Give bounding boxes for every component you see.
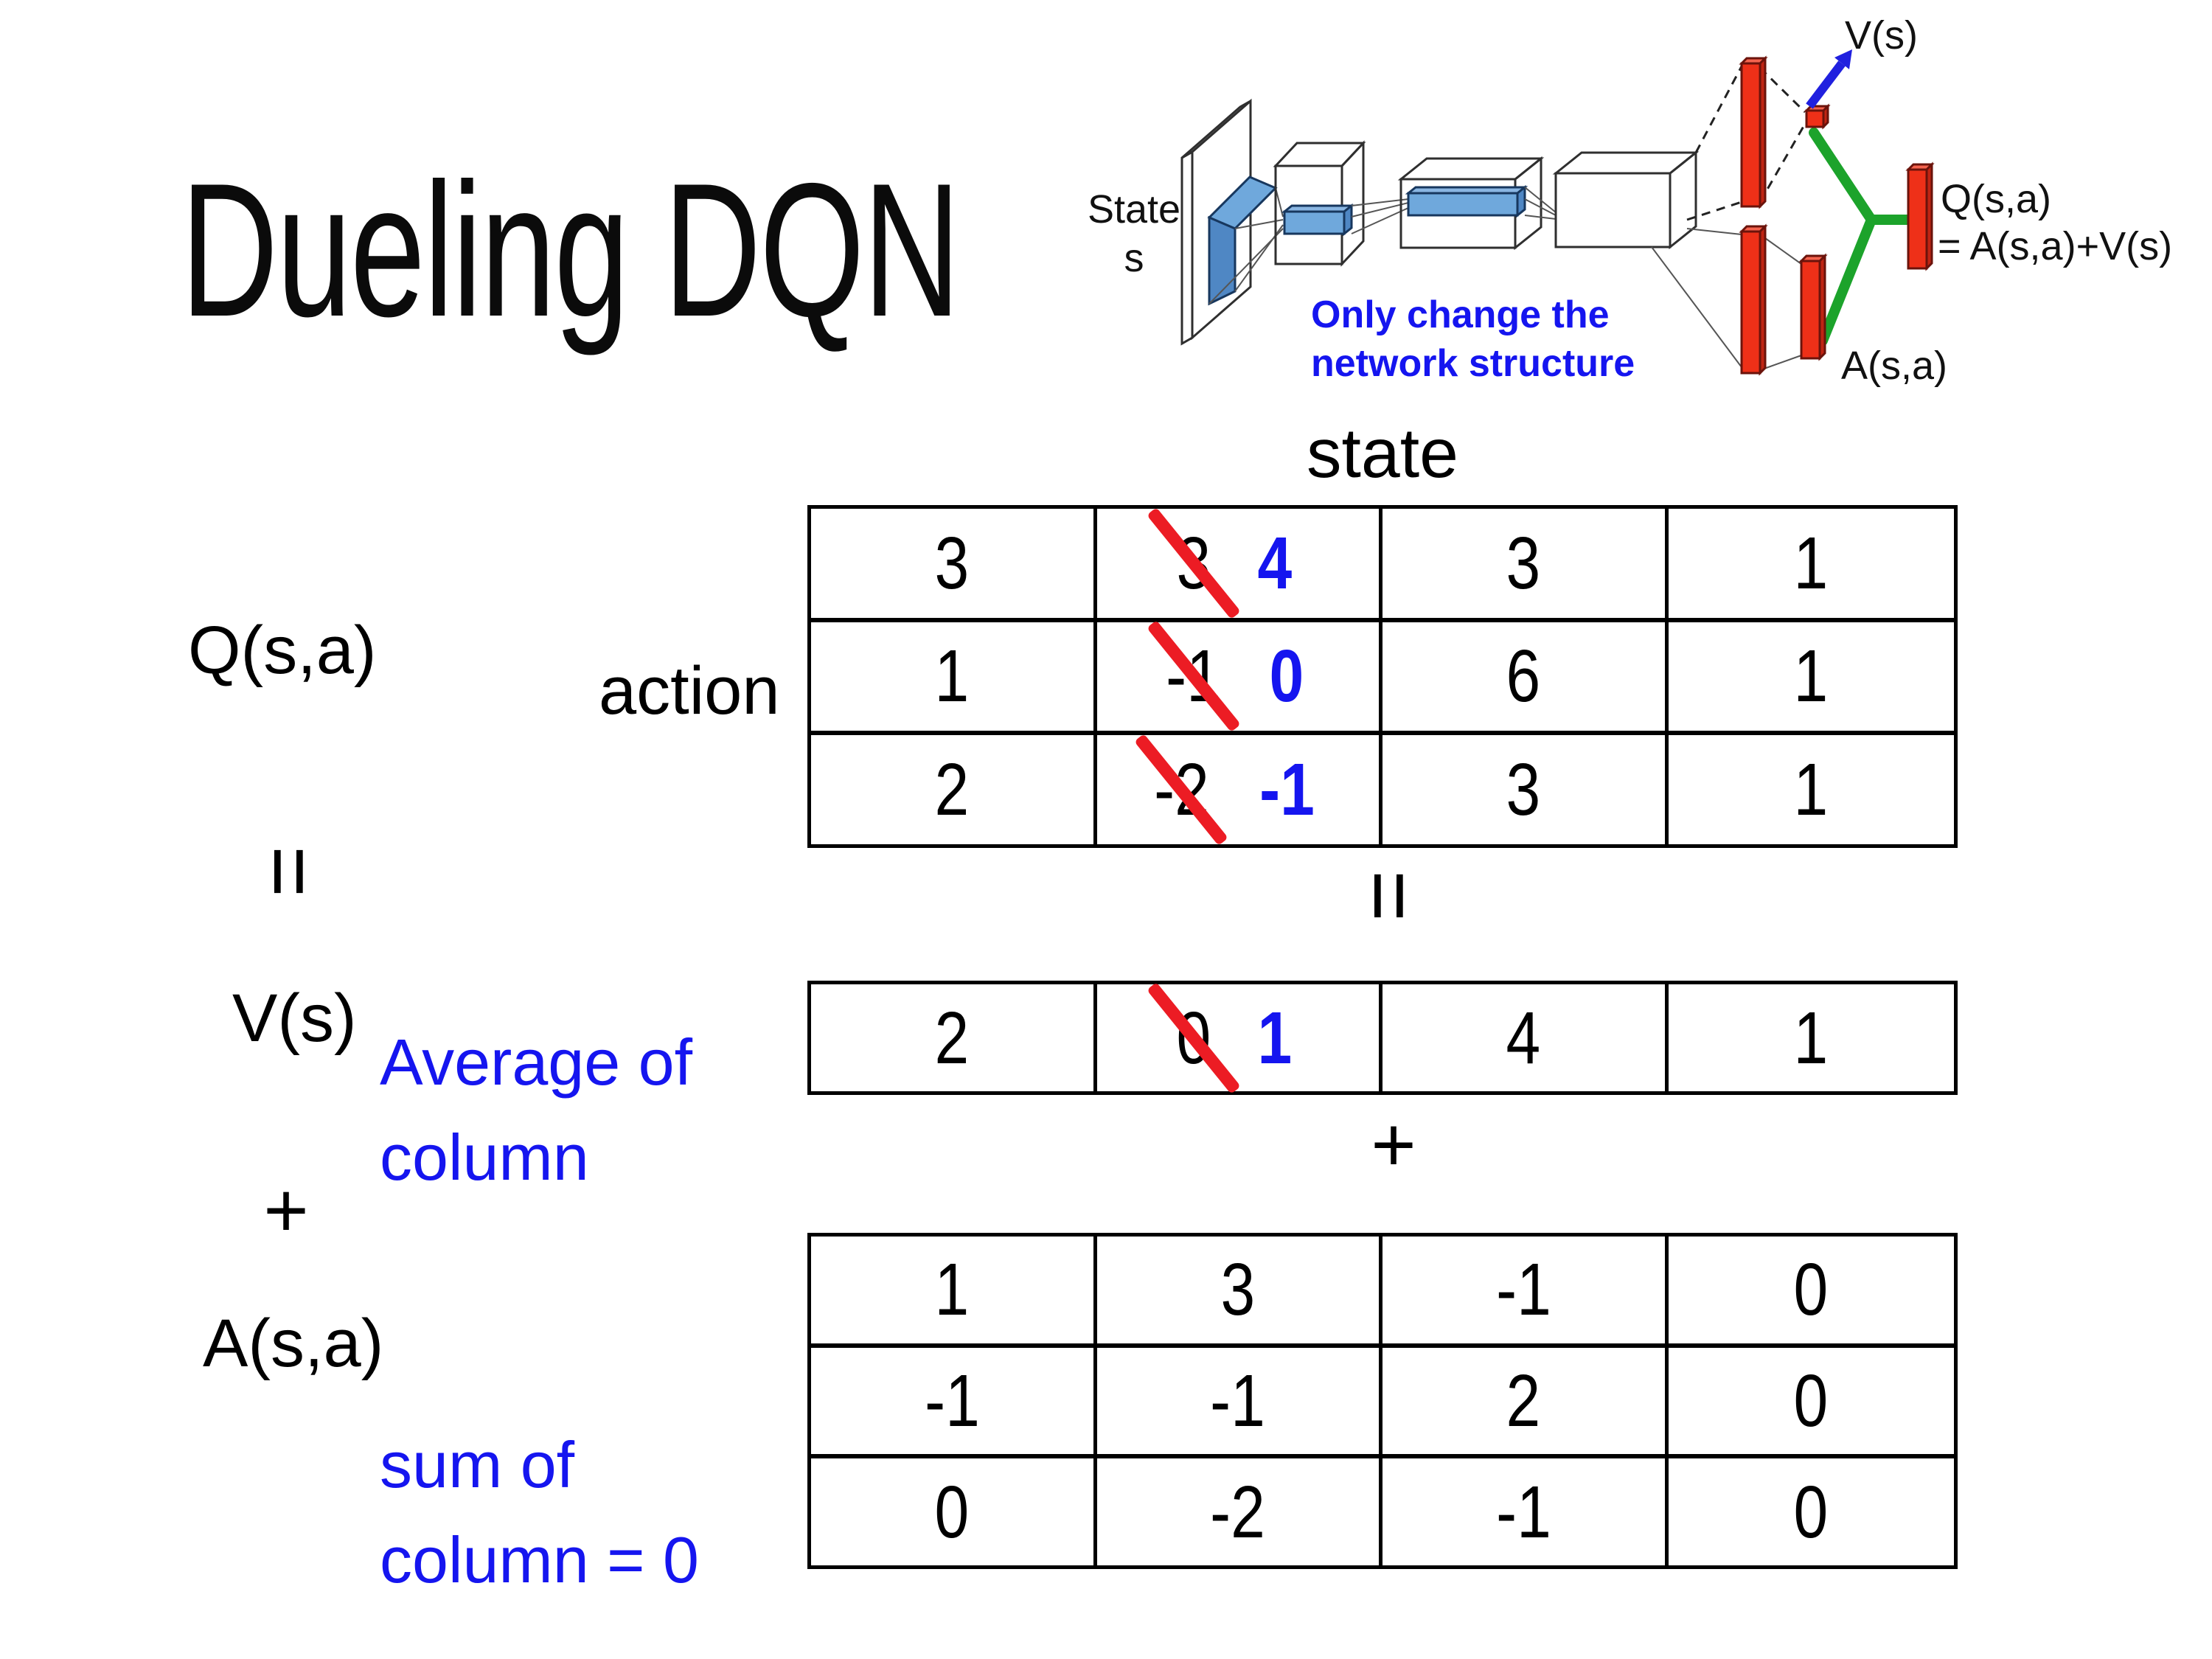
conv-cube-1 <box>1273 140 1366 267</box>
network-diagram: State s <box>1088 13 2172 388</box>
q-cell-r0c0: 3 <box>811 509 1097 622</box>
a-table: 1 3 -1 0 -1 -1 2 0 0 -2 -1 0 <box>807 1233 1958 1569</box>
plus-sign-left: + <box>263 1166 309 1253</box>
state-header: state <box>1307 414 1458 493</box>
dashed-projection-lines <box>1686 66 1806 221</box>
v-cell-c3: 1 <box>1793 996 1829 1079</box>
q-cell-r2c2: 3 <box>1382 735 1669 844</box>
projection-lines-3 <box>1524 187 1557 220</box>
q-cell-r1c3: 1 <box>1668 622 1954 736</box>
a-cell-r2c2: -1 <box>1382 1458 1669 1565</box>
advantage-bar <box>1798 253 1828 361</box>
diagram-note-line1: Only change the <box>1311 293 1610 336</box>
a-cell-r0c2: -1 <box>1382 1237 1669 1348</box>
a-cell-r2c3: 0 <box>1793 1470 1829 1554</box>
fc-bar-top <box>1739 55 1768 209</box>
q-cell-r2c3: 1 <box>1793 748 1829 832</box>
a-cell-r0c3: 0 <box>1668 1237 1954 1348</box>
action-label: action <box>599 653 780 728</box>
conv-bar-2 <box>1405 184 1528 218</box>
q-cell-r1c1: -1 0 <box>1096 620 1382 736</box>
v-cell-c0: 2 <box>811 984 1097 1091</box>
v-label: V(s) <box>232 981 357 1056</box>
sum-note: sum of column = 0 <box>380 1417 699 1608</box>
plus-sign-center: + <box>1371 1101 1416 1188</box>
v-scalar-node <box>1804 103 1831 130</box>
conv-filter <box>1207 175 1278 306</box>
diagram-state-label-s: s <box>1124 236 1144 280</box>
q-cell-r0c2: 3 <box>1382 509 1669 622</box>
a-cell-r2c1: -2 <box>1097 1458 1382 1565</box>
q-cell-r0c3: 1 <box>1668 509 1954 622</box>
q-cell-r1c2: 6 <box>1382 622 1669 736</box>
conv-bar-1 <box>1281 203 1355 237</box>
solid-projection-lines <box>1651 228 1802 371</box>
q-cell-r1c0: 1 <box>811 622 1097 736</box>
diagram-state-label: State <box>1088 187 1180 232</box>
green-combiner <box>1809 128 1913 346</box>
a-label: A(s,a) <box>203 1306 384 1381</box>
a-cell-r0c0: 1 <box>811 1237 1097 1348</box>
q-cell-r2c1: -2 -1 <box>1097 734 1382 846</box>
q-cell-r0c1: 3 4 <box>1096 507 1382 622</box>
equals-sign-left: = <box>240 845 339 898</box>
q-label: Q(s,a) <box>188 613 377 688</box>
fc-cube <box>1552 150 1700 250</box>
a-cell-r1c0: -1 <box>811 1347 1097 1459</box>
average-note-line1: Average of <box>380 1026 693 1099</box>
average-note: Average of column <box>380 1015 692 1206</box>
diagram-q-equation-line2: = A(s,a)+V(s) <box>1938 224 2172 268</box>
diagram-v-label: V(s) <box>1845 13 1918 58</box>
v-cell-c1: 0 1 <box>1097 981 1382 1094</box>
v-table: 2 0 1 4 1 <box>807 981 1958 1095</box>
v-arrow <box>1806 49 1852 109</box>
a-cell-r1c1: -1 <box>1096 1347 1382 1459</box>
a-cell-r1c2: 2 <box>1382 1347 1669 1459</box>
diagram-a-label: A(s,a) <box>1841 344 1947 388</box>
q-output-bar <box>1905 161 1935 271</box>
fc-bar-bottom <box>1739 223 1768 376</box>
diagram-note-line2: network structure <box>1311 342 1635 385</box>
v-cell-c2: 4 <box>1382 984 1669 1091</box>
slide-title: Dueling DQN <box>181 143 961 356</box>
a-cell-r1c3: 0 <box>1668 1348 1954 1459</box>
a-cell-r2c0: 0 <box>811 1458 1097 1565</box>
sum-note-line1: sum of <box>380 1428 575 1501</box>
average-note-line2: column <box>380 1121 589 1194</box>
sum-note-line2: column = 0 <box>380 1523 699 1597</box>
equals-sign-center: = <box>1340 869 1439 922</box>
q-cell-r2c0: 2 <box>811 735 1097 844</box>
projection-lines-2 <box>1351 198 1409 234</box>
diagram-q-equation-line1: Q(s,a) <box>1941 177 2051 221</box>
q-table: 3 3 4 3 1 1 -1 0 6 1 2 -2 -1 3 1 <box>807 505 1958 848</box>
a-cell-r0c1: 3 <box>1096 1237 1382 1348</box>
